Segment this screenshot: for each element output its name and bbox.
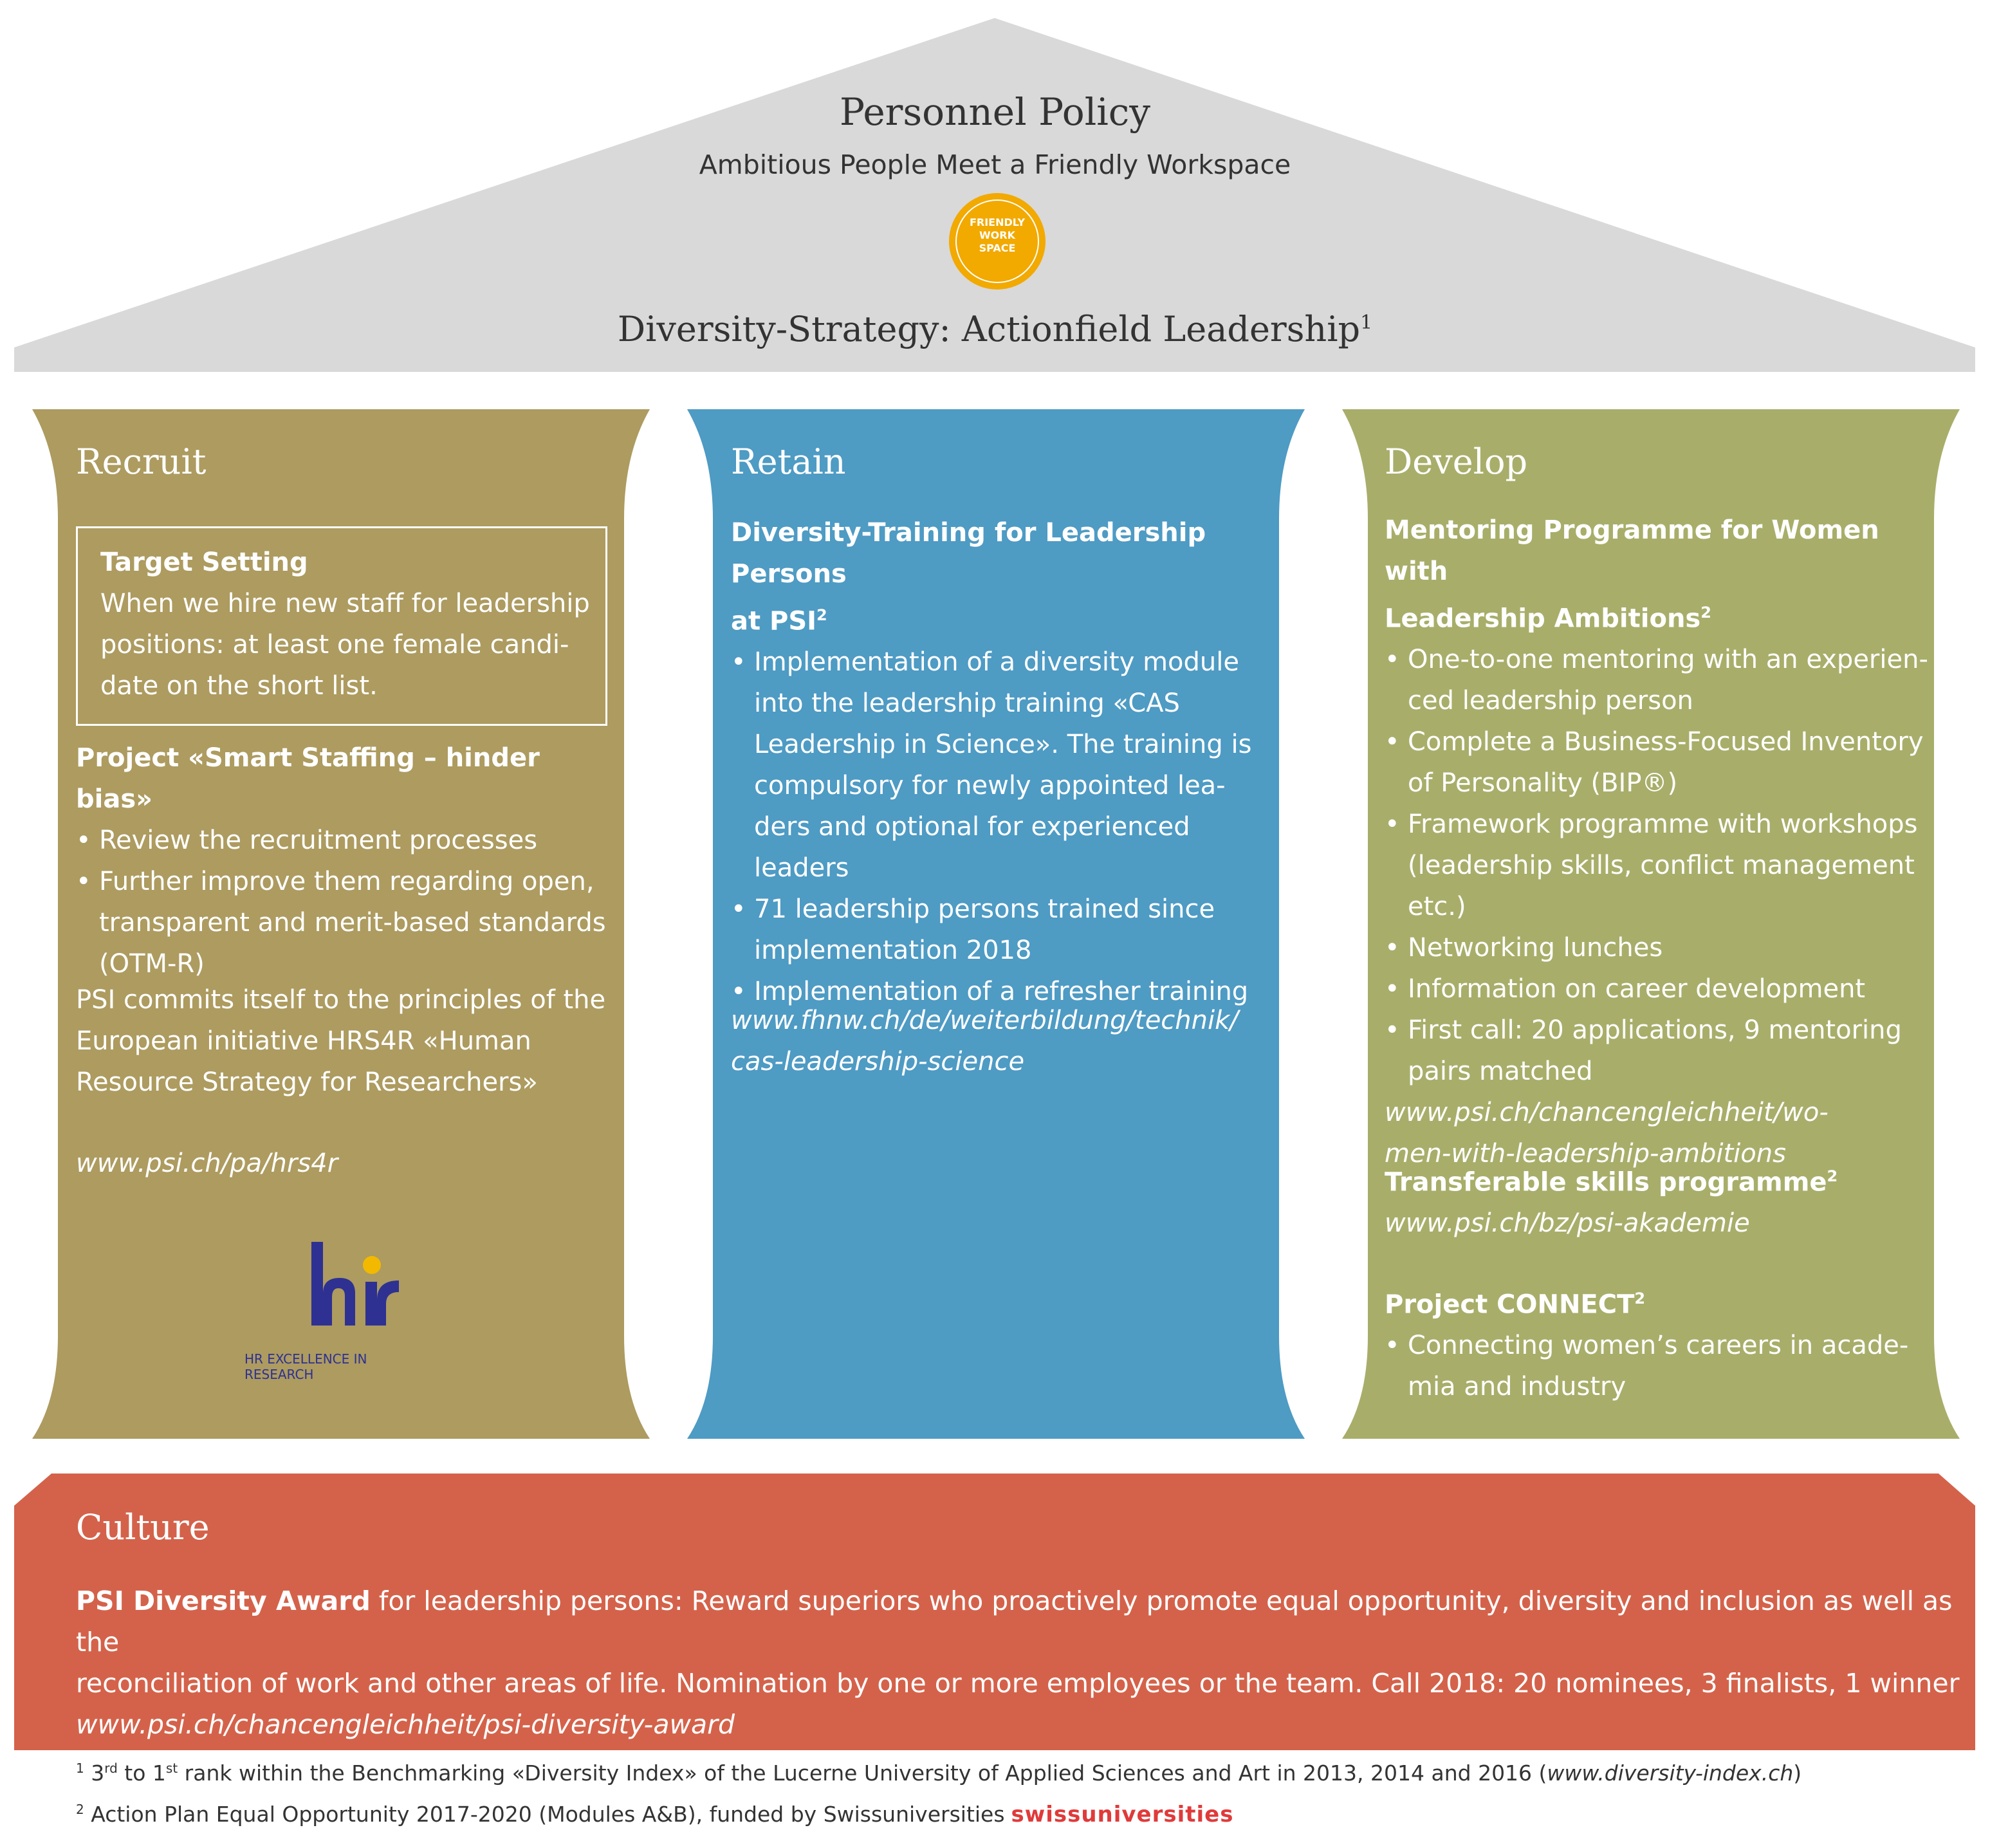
mentoring-link[interactable]: men-with-leadership-ambitions [1385, 1139, 1786, 1169]
personnel-policy-title: Personnel Policy [839, 90, 1151, 134]
list-item: Complete a Business-Focused Inventory of… [1385, 721, 1938, 804]
diversity-training-section: Diversity-Training for Leadership Person… [731, 512, 1284, 1012]
hr-excellence-logo-icon [311, 1242, 399, 1326]
badge-line: FRIENDLY [969, 216, 1026, 228]
retain-title: Retain [731, 441, 846, 482]
recruit-title: Recruit [76, 441, 207, 482]
list-item: Networking lunches [1385, 927, 1938, 968]
badge-line: SPACE [979, 242, 1016, 254]
skills-section: Transferable skills programme2 www.psi.c… [1385, 1156, 1938, 1244]
commit-line: PSI commits itself to the principles of … [76, 985, 606, 1015]
list-item: Implementation of a diversity module int… [731, 642, 1284, 889]
award-link[interactable]: www.psi.ch/chancengleichheit/psi-diversi… [76, 1709, 735, 1740]
list-item: 71 leadership persons trained since impl… [731, 889, 1284, 971]
target-line: When we hire new staff for leadership [100, 589, 590, 618]
training-heading-line: Diversity-Training for Leadership Person… [731, 518, 1206, 589]
commit-line: European initiative HRS4R «Human [76, 1026, 531, 1056]
footnote-1: 1 3rd to 1st rank within the Benchmarkin… [76, 1760, 1802, 1786]
culture-line: reconciliation of work and other areas o… [76, 1668, 1960, 1699]
list-item: Review the recruitment processes [76, 820, 616, 861]
diversity-index-link[interactable]: www.diversity-index.ch [1547, 1760, 1794, 1786]
commit-line: Resource Strategy for Researchers» [76, 1067, 538, 1097]
friendly-workspace-badge-icon: FRIENDLY WORK SPACE [949, 193, 1046, 290]
footnote-marker: 2 [816, 606, 827, 624]
list-item: Connecting women’s careers in acade- mia… [1385, 1325, 1938, 1407]
connect-section: Project CONNECT2 Connecting women’s care… [1385, 1278, 1938, 1407]
strategy-title: Diversity-Strategy: Actionfield Leadersh… [0, 309, 1990, 349]
target-line: date on the short list. [100, 671, 378, 701]
target-setting-box [76, 526, 607, 726]
mentoring-heading-line: Leadership Ambitions2 [1385, 604, 1711, 634]
list-item: Implementation of a refresher training [731, 971, 1284, 1012]
mentoring-link[interactable]: www.psi.ch/chancengleichheit/wo- [1385, 1098, 1829, 1128]
footnote-marker: 2 [1634, 1289, 1646, 1307]
strategy-text: Diversity-Strategy: Actionfield Leadersh… [617, 309, 1361, 349]
footnote-marker: 1 [1360, 311, 1373, 334]
training-heading-line: at PSI2 [731, 606, 827, 636]
project-heading: Project «Smart Staffing – hinder bias» [76, 743, 540, 814]
list-item: Framework programme with workshops (lead… [1385, 804, 1938, 927]
personnel-policy-subtitle: Ambitious People Meet a Friendly Workspa… [699, 149, 1291, 180]
swissuniversities-logo: swissuniversities [1011, 1802, 1234, 1827]
footnote-2: 2 Action Plan Equal Opportunity 2017-202… [76, 1802, 1234, 1827]
hrs4r-link[interactable]: www.psi.ch/pa/hrs4r [76, 1149, 338, 1178]
culture-title: Culture [76, 1507, 210, 1548]
mentoring-heading-line: Mentoring Programme for Women with [1385, 515, 1879, 586]
list-item: One-to-one mentoring with an experien- c… [1385, 639, 1938, 721]
target-heading: Target Setting [100, 548, 308, 577]
hrs4r-commitment: PSI commits itself to the principles of … [76, 979, 616, 1103]
list-item: First call: 20 applications, 9 mentoring… [1385, 1010, 1938, 1092]
culture-base [14, 1474, 1975, 1750]
badge-line: WORK [979, 229, 1015, 241]
connect-heading: Project CONNECT2 [1385, 1289, 1646, 1320]
list-item: Further improve them regarding open, tra… [76, 861, 616, 984]
footnote-marker: 2 [1700, 604, 1711, 622]
culture-line: PSI Diversity Award for leadership perso… [76, 1585, 1953, 1658]
footnote-marker: 2 [1827, 1167, 1838, 1185]
skills-heading: Transferable skills programme2 [1385, 1167, 1838, 1197]
smart-staffing-section: Project «Smart Staffing – hinder bias» R… [76, 737, 616, 984]
hr-logo-caption: HR EXCELLENCE IN RESEARCH [244, 1351, 367, 1382]
skills-link[interactable]: www.psi.ch/bz/psi-akademie [1385, 1208, 1750, 1239]
culture-text: PSI Diversity Award for leadership perso… [76, 1580, 1967, 1745]
target-line: positions: at least one female candi- [100, 630, 569, 660]
develop-title: Develop [1385, 441, 1528, 482]
target-setting: Target Setting When we hire new staff fo… [100, 542, 602, 707]
fhnw-link[interactable]: www.fhnw.ch/de/weiterbildung/technik/ ca… [731, 1006, 1239, 1076]
mentoring-section: Mentoring Programme for Women with Leade… [1385, 510, 1938, 1174]
list-item: Information on career development [1385, 968, 1938, 1010]
